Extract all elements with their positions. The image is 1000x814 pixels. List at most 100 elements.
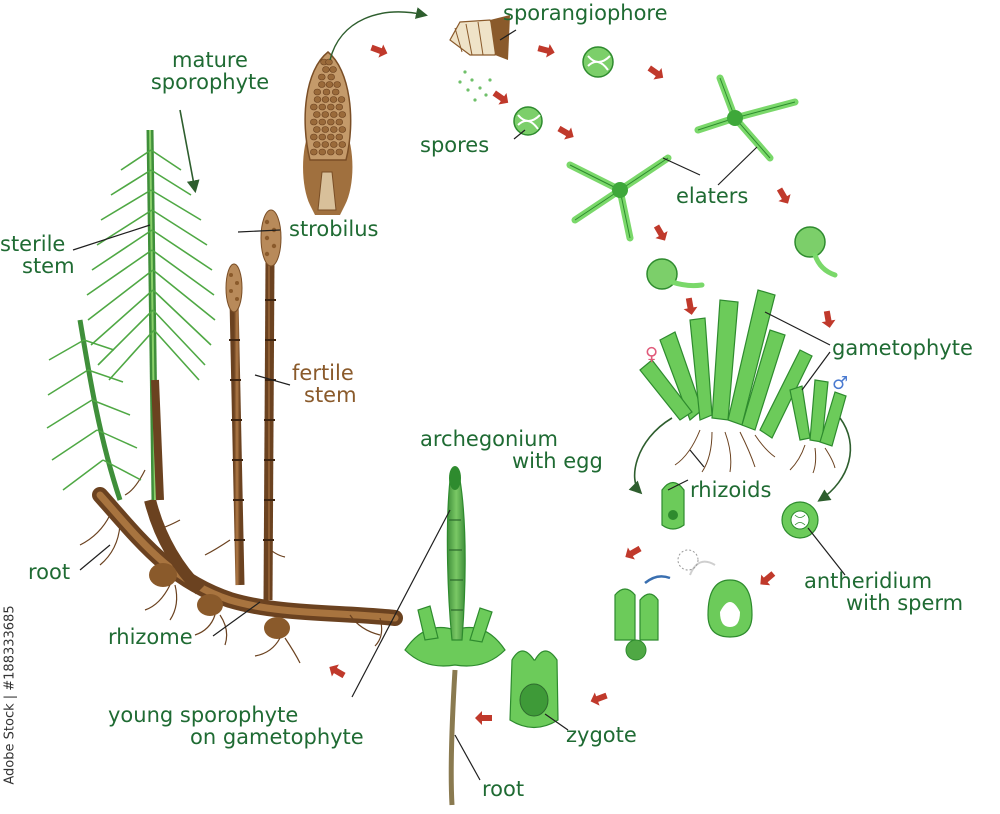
archegonium-illustration: [661, 481, 685, 530]
strobilus-cell: [310, 103, 318, 111]
cycle-arrow: [537, 44, 555, 58]
strobilus-cell: [313, 141, 321, 148]
strobilus-cell: [318, 133, 326, 141]
strobilus-cell: [327, 148, 335, 156]
fertile-stem-line-1: fertile: [292, 361, 354, 385]
strobilus-cell: [330, 141, 338, 148]
strobilus-cell: [313, 111, 321, 118]
strobilus-cell: [335, 118, 343, 126]
germinating-spore-illustrations: [646, 226, 838, 290]
sterile-stem-line-2: stem: [22, 254, 75, 278]
mature-sporophyte-line-2: sporophyte: [150, 70, 270, 94]
stock-watermark: Adobe Stock | #188333685: [2, 590, 18, 800]
strobilus-cell: [327, 118, 335, 126]
rhizoids-label: rhizoids: [690, 478, 772, 502]
young-sporophyte-label: young sporophyte on gametophyte: [108, 704, 364, 748]
strobilus-cell: [321, 126, 329, 133]
root-label-bottom: root: [482, 777, 525, 801]
strobilus-cell: [335, 103, 343, 111]
strobilus-cell: [313, 126, 321, 133]
elaters-label: elaters: [676, 184, 749, 208]
gametophyte-label: gametophyte: [832, 336, 973, 360]
gametophyte-illustration: [639, 289, 847, 474]
strobilus-cell: [329, 96, 338, 103]
cycle-arrow: [370, 44, 388, 58]
cycle-arrows: [329, 44, 836, 725]
strobilus-cell: [327, 103, 335, 111]
elater-illustrations: [566, 74, 799, 242]
strobilus-cell: [318, 73, 326, 81]
antheridium-line-1: antheridium: [804, 569, 933, 593]
cycle-arrow: [590, 692, 608, 706]
strobilus-cell: [318, 81, 326, 88]
strobilus-cell: [325, 58, 333, 66]
strobilus-cell: [321, 96, 330, 103]
sporangiophore-label: sporangiophore: [503, 1, 668, 25]
sporangiophore-illustration: [449, 15, 510, 102]
fertilization-illustration: [614, 549, 753, 661]
mature-sporophyte-label: mature sporophyte: [135, 49, 285, 93]
sterile-stem-label: sterile stem: [0, 233, 75, 277]
mature-sporophyte-line-1: mature: [172, 48, 248, 72]
strobilus-cell: [313, 88, 321, 96]
cycle-arrow: [760, 571, 776, 586]
young-sporophyte-illustration: [404, 466, 506, 806]
young-sporophyte-line-1: young sporophyte: [108, 703, 299, 727]
strobilus-cell: [318, 148, 326, 156]
strobilus-cell: [310, 148, 318, 156]
strobilus-cell: [327, 133, 335, 141]
fertile-stem-illustration: [225, 209, 282, 601]
strobilus-cell: [318, 103, 326, 111]
cycle-arrow: [475, 711, 492, 725]
fertile-stem-label: fertile stem: [292, 362, 357, 406]
strobilus-cell: [329, 66, 337, 73]
strobilus-cell: [332, 88, 340, 96]
sterile-stem-line-1: sterile: [0, 232, 66, 256]
leader-lines: [72, 29, 846, 781]
strobilus-label: strobilus: [289, 217, 379, 241]
archegonium-with-egg-label: archegonium with egg: [420, 428, 603, 472]
strobilus-cell: [330, 126, 338, 133]
strobilus-cell: [322, 88, 331, 96]
cycle-arrow: [776, 187, 791, 204]
strobilus-cell: [318, 118, 326, 126]
rhizome-illustration: [79, 469, 403, 664]
antheridium-illustration: [781, 501, 819, 539]
cycle-arrow: [647, 65, 664, 80]
strobilus-cell: [310, 133, 318, 141]
rhizome-label: rhizome: [108, 625, 193, 649]
female-symbol: ♀: [645, 344, 659, 365]
cycle-arrow: [329, 664, 346, 679]
antheridium-line-2: with sperm: [846, 591, 964, 615]
cycle-arrow: [821, 310, 836, 328]
archegonium-line-2: with egg: [512, 449, 603, 473]
zygote-label: zygote: [566, 723, 637, 747]
cycle-arrow: [557, 125, 574, 140]
strobilus-detail-illustration: [303, 7, 428, 215]
strobilus-cell: [321, 111, 329, 118]
strobilus-cell: [310, 118, 318, 126]
strobilus-cell: [321, 141, 329, 148]
strobilus-cell: [327, 73, 335, 81]
sterile-stem-illustration: [46, 129, 216, 501]
strobilus-cell: [333, 81, 341, 88]
strobilus-cell: [337, 96, 346, 103]
strobilus-cell: [322, 66, 330, 73]
cycle-arrow: [683, 297, 698, 315]
strobilus-cell: [313, 96, 322, 103]
strobilus-cell: [325, 81, 334, 88]
antheridium-with-sperm-label: antheridium with sperm: [800, 570, 963, 614]
lifecycle-curved-arrows: [179, 109, 852, 502]
zygote-illustration: [509, 650, 559, 729]
cycle-arrow: [625, 545, 642, 560]
strobilus-cell: [338, 141, 346, 148]
root-label-left: root: [28, 560, 71, 584]
strobilus-cell: [335, 133, 343, 141]
spores-label: spores: [420, 133, 490, 157]
stock-watermark-text: Adobe Stock | #188333685: [2, 605, 18, 785]
spore-illustrations: [513, 46, 614, 136]
archegonium-line-1: archegonium: [420, 427, 558, 451]
strobilus-cell: [338, 126, 346, 133]
male-symbol: ♂: [832, 373, 849, 394]
